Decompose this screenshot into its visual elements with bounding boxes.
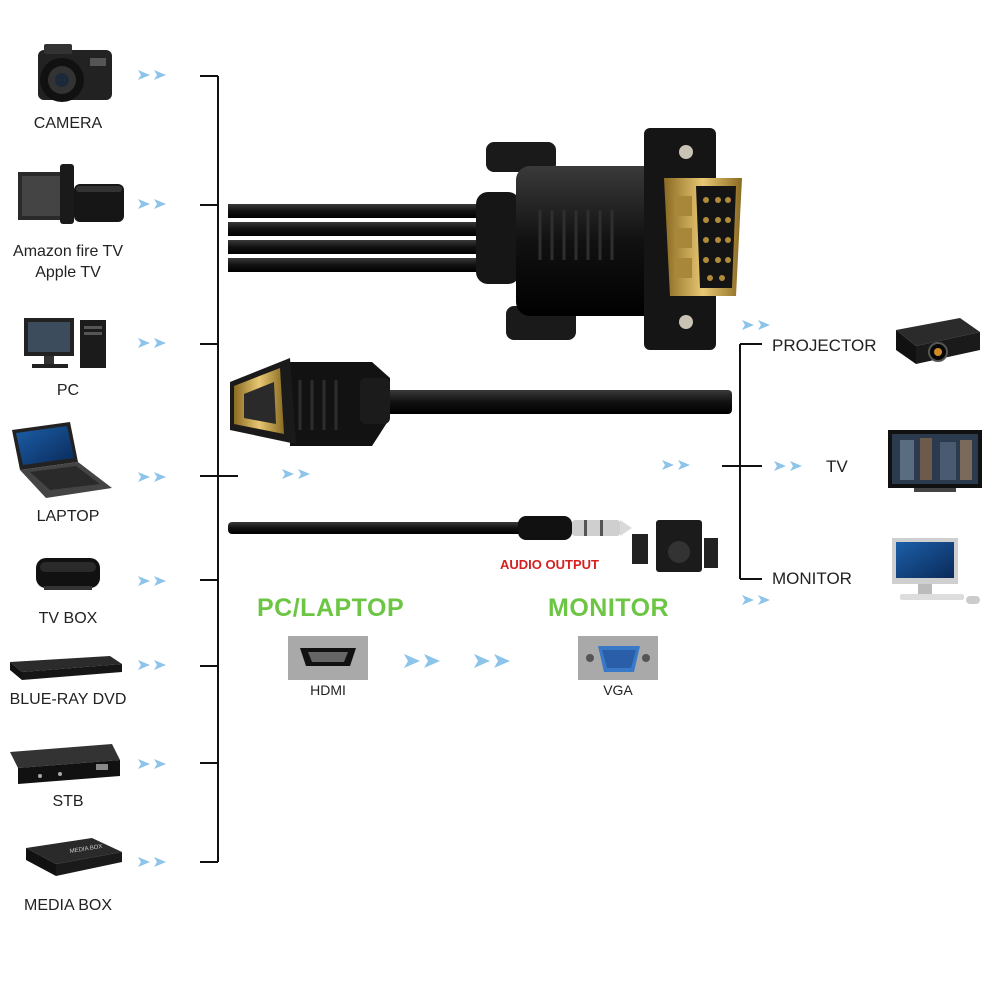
monitor-heading: MONITOR <box>548 594 670 622</box>
source-label-pc: PC <box>56 382 80 399</box>
source-label-media-box: MEDIA BOX <box>23 897 113 914</box>
hdmi-port-icon <box>288 636 368 680</box>
source-label-bluray: BLUE-RAY DVD <box>9 691 127 708</box>
monitor-icon <box>892 538 980 604</box>
vga-cable <box>228 128 742 350</box>
source-label-streaming: Amazon fire TV <box>13 243 123 260</box>
source-arrows <box>138 70 310 867</box>
laptop-icon <box>12 422 112 498</box>
hdmi-cable <box>230 358 732 446</box>
audio-output-label: AUDIO OUTPUT <box>500 557 599 572</box>
tv-box-icon <box>36 558 100 590</box>
output-label-projector: PROJECTOR <box>772 336 877 355</box>
camera-icon <box>38 44 112 102</box>
desktop-pc-icon <box>24 318 106 368</box>
projector-icon <box>896 318 980 364</box>
speaker-icon <box>632 520 718 572</box>
source-label-tv-box: TV BOX <box>38 610 98 627</box>
source-label-camera: CAMERA <box>33 115 103 132</box>
source-label-laptop: LAPTOP <box>36 508 100 525</box>
streaming-box-icon <box>18 164 124 224</box>
source-label-stb: STB <box>52 793 84 810</box>
set-top-box-icon <box>10 744 120 784</box>
media-box-icon: MEDIA BOX <box>26 838 122 876</box>
output-bracket <box>722 343 762 580</box>
tv-icon <box>888 430 982 492</box>
bluray-player-icon <box>10 656 122 680</box>
audio-cable <box>228 516 632 540</box>
output-label-monitor: MONITOR <box>772 569 852 588</box>
hdmi-to-vga-arrows <box>404 654 510 668</box>
vga-label: VGA <box>603 682 633 698</box>
output-label-tv: TV <box>826 457 848 476</box>
pc-laptop-heading: PC/LAPTOP <box>257 594 405 622</box>
vga-port-icon <box>578 636 658 680</box>
source-bracket <box>200 75 238 863</box>
hdmi-label: HDMI <box>310 682 346 698</box>
source-label-streaming-2: Apple TV <box>35 264 101 281</box>
media-box-print: MEDIA BOX <box>69 844 103 855</box>
